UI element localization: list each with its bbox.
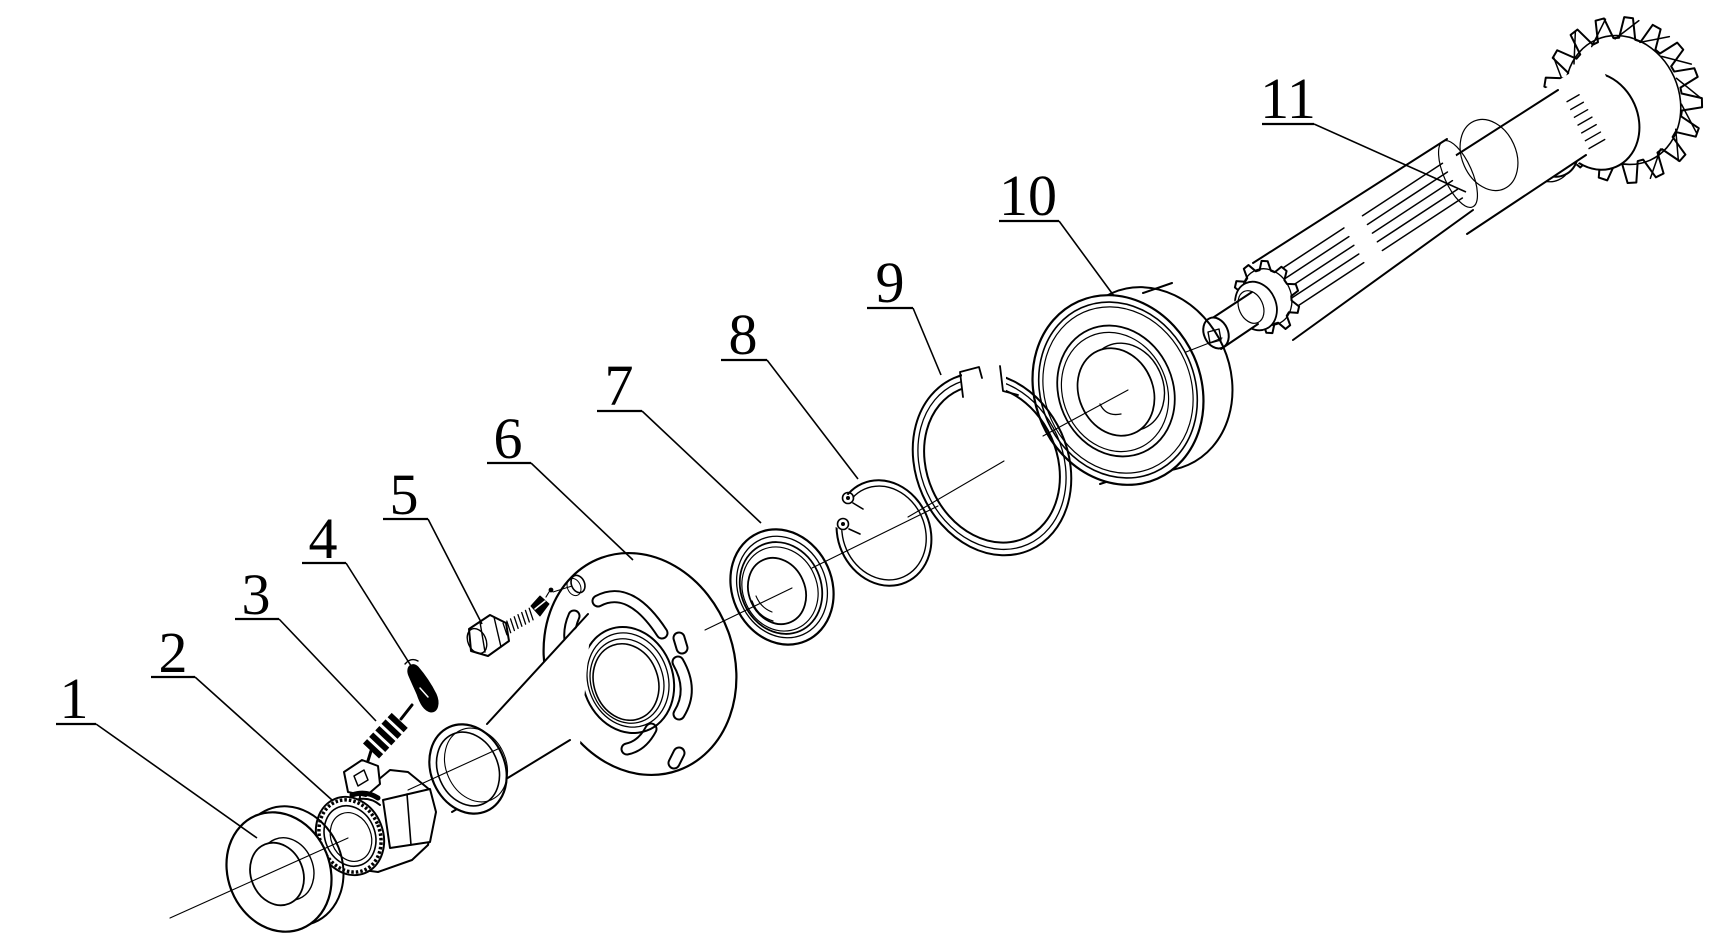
part-number-7: 7	[605, 353, 634, 418]
part-number-4: 4	[309, 506, 338, 571]
part-snap-ring-small	[822, 479, 933, 587]
part-number-11: 11	[1260, 66, 1316, 131]
part-label-6: 6	[487, 406, 634, 561]
part-label-2: 2	[151, 620, 333, 801]
part-label-5: 5	[383, 462, 483, 625]
part-label-10: 10	[999, 163, 1115, 297]
part-number-2: 2	[159, 620, 188, 685]
part-number-8: 8	[729, 302, 758, 367]
part-flat-washer	[225, 805, 345, 933]
part-number-9: 9	[876, 250, 905, 315]
part-label-4: 4	[302, 506, 414, 670]
part-number-1: 1	[60, 666, 89, 731]
part-oil-seal	[729, 528, 835, 646]
part-label-11: 11	[1260, 66, 1467, 193]
part-number-6: 6	[494, 406, 523, 471]
part-number-3: 3	[242, 562, 271, 627]
part-label-1: 1	[56, 666, 258, 839]
part-label-8: 8	[721, 302, 859, 480]
axis-centerlines	[169, 337, 1223, 919]
part-number-10: 10	[999, 163, 1057, 228]
part-release-collar	[314, 759, 437, 877]
part-label-7: 7	[597, 353, 762, 524]
part-retainer-flange	[428, 551, 738, 815]
part-hex-bolt	[466, 585, 573, 657]
part-label-9: 9	[867, 250, 942, 376]
part-pawl	[404, 658, 439, 713]
part-label-3: 3	[235, 562, 377, 722]
part-number-5: 5	[390, 462, 419, 527]
part-ball-bearing	[1031, 282, 1234, 486]
part-snap-ring-large	[911, 356, 1073, 557]
